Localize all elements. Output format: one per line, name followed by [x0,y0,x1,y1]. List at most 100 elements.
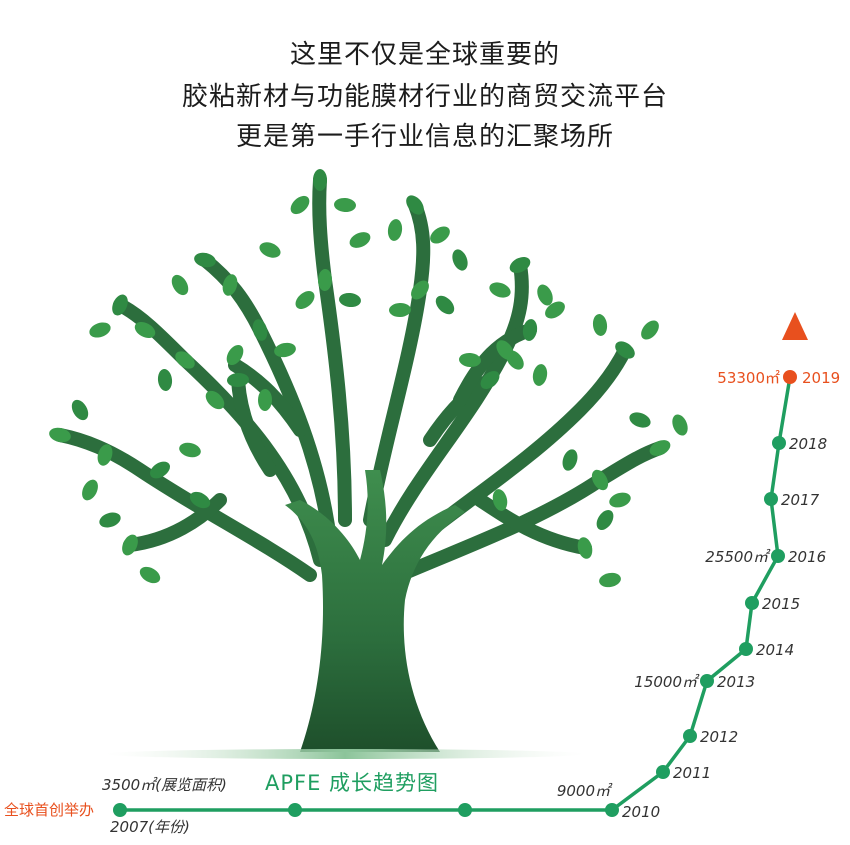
leaf [430,226,450,244]
leaf [49,427,71,443]
leaf [641,320,659,340]
leaf [222,274,238,296]
leaf [532,364,548,386]
leaf [452,249,468,271]
leaf [97,444,113,466]
leaf [522,319,538,341]
series-line [120,376,792,812]
data-point [458,803,472,817]
leaf [496,340,514,360]
year-label: 2018 [789,435,827,453]
tree-branch [53,428,317,582]
leaf [259,242,281,258]
leaf [82,479,98,501]
leaf [295,291,315,309]
year-label: 2015 [762,595,800,613]
year-label: 2016 [788,548,826,566]
leaf [334,197,356,213]
tree-trunk [285,470,465,752]
leaf [349,232,371,248]
leaf [509,257,531,273]
leaf [537,284,553,306]
leaf [205,390,225,410]
leaf [171,274,189,296]
leaf [649,440,671,456]
value-label: 25500㎡ [705,548,771,566]
leaf [194,252,216,268]
year-label: 2019 [802,369,840,387]
data-point [739,642,753,656]
headline-line-2: 胶粘新材与功能膜材行业的商贸交流平台 [181,82,668,112]
headline-line-3: 更是第一手行业信息的汇聚场所 [235,122,614,152]
leaf [252,319,268,341]
year-label: 2007(年份) [110,818,190,836]
leaf [89,322,111,338]
data-point [656,765,670,779]
leaf [290,195,310,215]
leaf [489,282,511,298]
data-point [764,492,778,506]
leaf [609,492,631,508]
leaf [112,294,128,316]
leaf [99,512,121,528]
leaf [629,412,651,428]
chart-labels: 2007(年份)3500㎡(展览面积)20109000㎡201120122013… [102,369,840,836]
up-arrow-icon [782,312,808,340]
leaf [189,491,211,509]
tree-branch [453,323,537,407]
leaf [257,389,273,411]
year-label: 2014 [756,641,794,659]
leaf [317,269,333,291]
leaf [179,442,201,458]
tree-leaves [49,169,688,588]
leaf [122,534,138,556]
tree-branch [231,373,277,477]
data-point [683,729,697,743]
chart-title: APFE 成长趋势图 [265,771,439,795]
tree-branch [123,493,227,552]
leaf [313,169,327,191]
chart-points [113,370,797,817]
leaf [226,344,244,366]
value-label: 15000㎡ [634,673,700,691]
value-label: 3500㎡(展览面积) [102,776,227,794]
leaf [599,572,621,588]
leaf [459,352,481,368]
leaf [411,280,429,300]
leaf [339,292,361,308]
leaf [435,295,455,315]
start-label: 全球首创举办 [4,801,94,819]
tree-branch [473,493,592,555]
data-point [605,803,619,817]
leaf [545,301,565,319]
tree-branch [312,173,352,527]
leaf [389,302,411,318]
leaf [150,461,170,479]
leaf [480,370,500,390]
leaf [387,219,403,241]
leaf [175,351,195,369]
leaf [577,537,593,559]
data-point [745,596,759,610]
leaf [492,489,508,511]
year-label: 2017 [781,491,820,509]
leaf [71,399,89,421]
leaf [227,372,249,388]
data-point [783,370,797,384]
year-label: 2012 [700,728,738,746]
data-point [771,549,785,563]
data-point [772,436,786,450]
value-label: 9000㎡ [557,782,613,800]
leaf [157,369,173,391]
leaf [672,414,688,436]
leaf [406,195,424,215]
leaf [134,321,156,339]
data-point [288,803,302,817]
leaf [591,469,609,491]
tree-branch [393,441,667,582]
data-point [700,674,714,688]
year-label: 2010 [622,803,660,821]
leaf [562,449,578,471]
